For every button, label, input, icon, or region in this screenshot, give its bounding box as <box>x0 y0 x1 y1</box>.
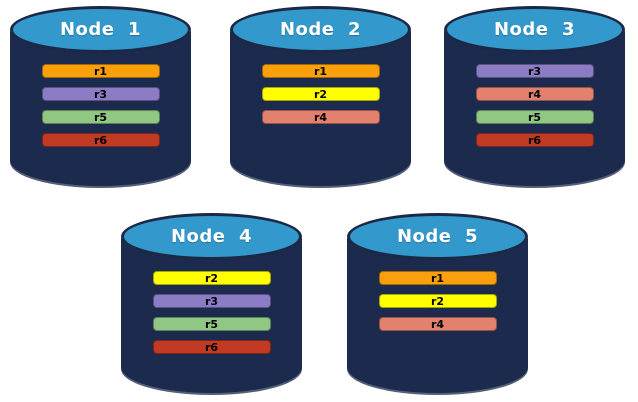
node-1-cylinder: Node 1 r1 r3 r5 r6 <box>10 6 191 188</box>
replica-label: r5 <box>204 317 219 331</box>
replica-label: r2 <box>313 87 328 101</box>
cylinder-top: Node 5 <box>347 213 528 260</box>
replica-bar-r4: r4 <box>261 110 380 124</box>
replica-label: r6 <box>93 133 108 147</box>
cylinder-top: Node 1 <box>10 6 191 53</box>
replica-bar-r3: r3 <box>41 87 160 101</box>
replica-bar-r1: r1 <box>261 64 380 78</box>
node-5-cylinder: Node 5 r1 r2 r4 <box>347 213 528 395</box>
replica-bar-r5: r5 <box>152 317 271 331</box>
replica-bar-r3: r3 <box>475 64 594 78</box>
replica-label: r3 <box>204 294 219 308</box>
replica-bar-r3: r3 <box>152 294 271 308</box>
replica-label: r6 <box>204 340 219 354</box>
replica-label: r2 <box>204 271 219 285</box>
replica-label: r1 <box>430 271 445 285</box>
replica-bar-r2: r2 <box>261 87 380 101</box>
replica-label: r1 <box>93 64 108 78</box>
cylinder-body <box>347 236 528 395</box>
replica-list: r1 r2 r4 <box>347 271 528 331</box>
node-title: Node 3 <box>493 19 576 40</box>
replica-list: r3 r4 r5 r6 <box>444 64 625 147</box>
replica-bar-r6: r6 <box>152 340 271 354</box>
replica-label: r3 <box>527 64 542 78</box>
replica-bar-r5: r5 <box>475 110 594 124</box>
replica-bar-r2: r2 <box>378 294 497 308</box>
replica-label: r5 <box>93 110 108 124</box>
node-title: Node 4 <box>170 226 253 247</box>
replica-bar-r6: r6 <box>475 133 594 147</box>
replica-label: r4 <box>430 317 445 331</box>
cylinder-body <box>121 236 302 395</box>
node-title: Node 2 <box>279 19 362 40</box>
node-4-cylinder: Node 4 r2 r3 r5 r6 <box>121 213 302 395</box>
cylinder-body <box>10 29 191 188</box>
replica-list: r1 r2 r4 <box>230 64 411 124</box>
node-title: Node 5 <box>396 226 479 247</box>
cylinder-top: Node 4 <box>121 213 302 260</box>
replica-bar-r6: r6 <box>41 133 160 147</box>
cylinder-top: Node 2 <box>230 6 411 53</box>
cylinder-body <box>444 29 625 188</box>
replica-label: r4 <box>313 110 328 124</box>
replica-bar-r4: r4 <box>475 87 594 101</box>
replica-label: r1 <box>313 64 328 78</box>
replica-label: r2 <box>430 294 445 308</box>
node-3-cylinder: Node 3 r3 r4 r5 r6 <box>444 6 625 188</box>
cylinder-body <box>230 29 411 188</box>
replica-label: r4 <box>527 87 542 101</box>
replica-label: r6 <box>527 133 542 147</box>
replica-bar-r4: r4 <box>378 317 497 331</box>
node-2-cylinder: Node 2 r1 r2 r4 <box>230 6 411 188</box>
replica-label: r3 <box>93 87 108 101</box>
replica-label: r5 <box>527 110 542 124</box>
replica-bar-r2: r2 <box>152 271 271 285</box>
replica-bar-r1: r1 <box>378 271 497 285</box>
replica-bar-r5: r5 <box>41 110 160 124</box>
node-title: Node 1 <box>59 19 142 40</box>
replica-list: r2 r3 r5 r6 <box>121 271 302 354</box>
cylinder-top: Node 3 <box>444 6 625 53</box>
replica-bar-r1: r1 <box>41 64 160 78</box>
replica-list: r1 r3 r5 r6 <box>10 64 191 147</box>
